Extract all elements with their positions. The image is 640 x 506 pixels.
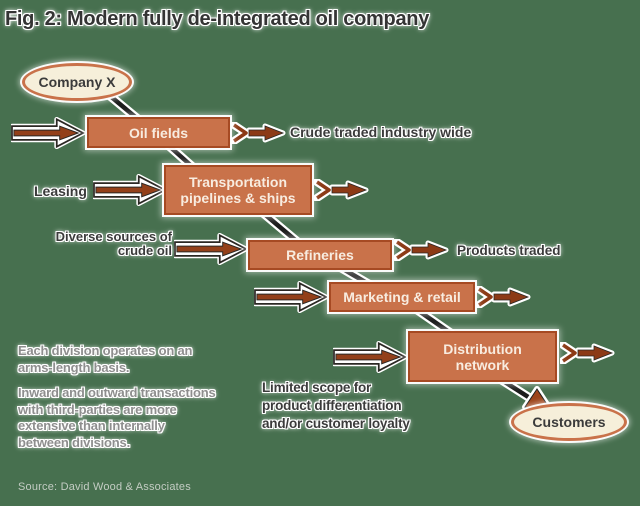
- inflow-arrow-icon: [174, 233, 248, 265]
- node-label: Oil fields: [128, 124, 189, 141]
- customers-label: Customers: [532, 414, 606, 430]
- customers-oval: Customers: [511, 403, 627, 441]
- company-x-label: Company X: [38, 74, 116, 90]
- annotation-limited-scope: Limited scope for product differentiatio…: [262, 380, 410, 431]
- node-label: Marketing & retail: [343, 289, 461, 305]
- outflow-arrow-icon: [314, 179, 369, 201]
- figure-title: Fig. 2: Modern fully de-integrated oil c…: [5, 8, 430, 30]
- outflow-arrow-icon: [560, 342, 615, 364]
- node-refineries: Refineries: [248, 240, 392, 270]
- outflow-arrow-icon: [476, 286, 531, 308]
- company-x-oval: Company X: [22, 63, 132, 101]
- annotation-crude-traded: Crude traded industry wide: [290, 124, 472, 140]
- annotation-products-traded: Products traded: [457, 243, 561, 258]
- node-transportation: Transportation pipelines & ships: [164, 165, 312, 215]
- annotation-diverse-sources: Diverse sources of crude oil: [55, 229, 172, 258]
- node-distribution-network: Distribution network: [408, 331, 557, 382]
- node-oil-fields: Oil fields: [87, 117, 230, 148]
- node-label: Refineries: [286, 247, 354, 263]
- inflow-arrow-icon: [254, 281, 328, 313]
- source-credit: Source: David Wood & Associates: [18, 481, 191, 493]
- node-label: Distribution network: [443, 340, 522, 373]
- note-arms-length: Each division operates on an arms-length…: [18, 343, 193, 375]
- outflow-arrow-icon: [394, 239, 449, 261]
- node-label: Transportation pipelines & ships: [180, 174, 296, 206]
- outflow-arrow-icon: [231, 122, 286, 144]
- inflow-arrow-icon: [93, 174, 167, 206]
- inflow-arrow-icon: [11, 117, 85, 149]
- inflow-arrow-icon: [333, 341, 407, 373]
- annotation-leasing: Leasing: [34, 183, 87, 199]
- node-marketing-retail: Marketing & retail: [329, 282, 475, 312]
- note-third-parties: Inward and outward transactions with thi…: [18, 385, 216, 450]
